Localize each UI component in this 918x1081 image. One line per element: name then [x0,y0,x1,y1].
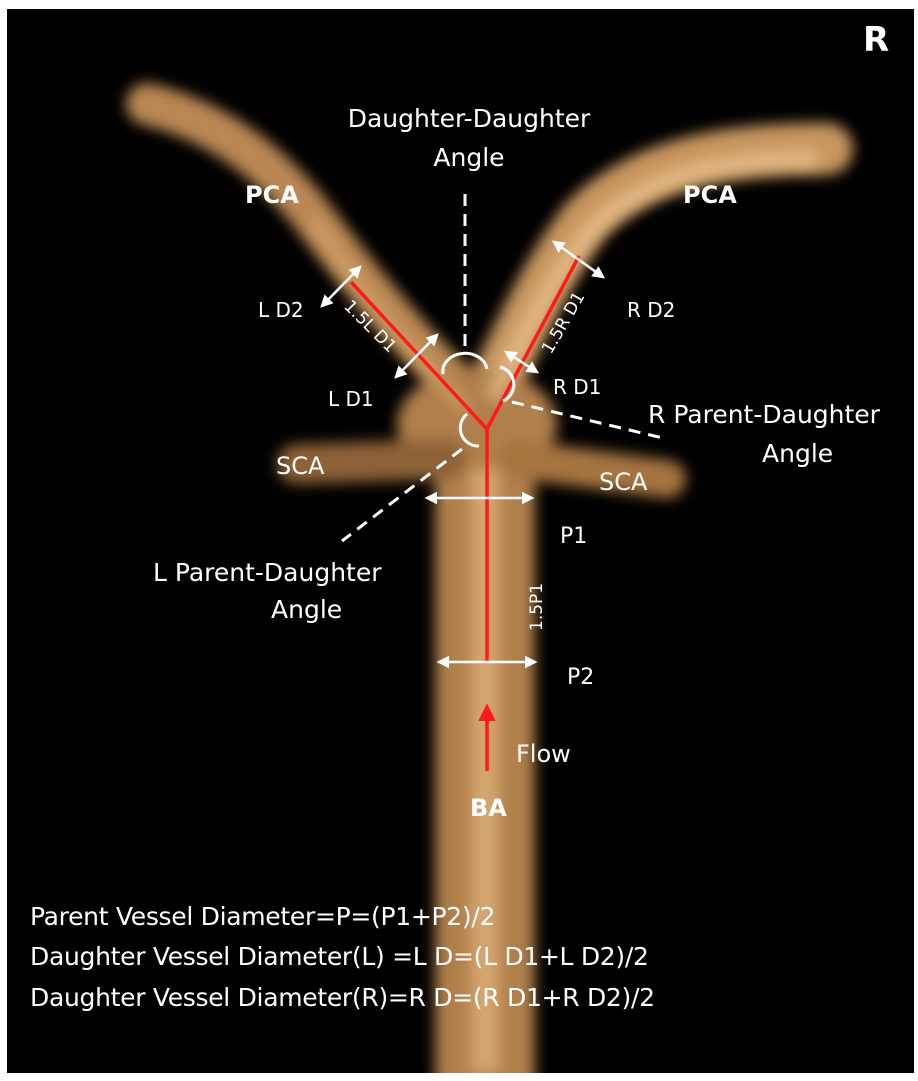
figure-frame: R Daughter-Daughter Angle PCA PCA L D2 L… [7,9,914,1073]
l-parent-daughter-label-2: Angle [271,595,342,624]
l-d2-label: L D2 [258,298,304,322]
daughter-daughter-label-1: Daughter-Daughter [348,104,591,133]
pca-right-label: PCA [683,181,737,209]
daughter-daughter-label-2: Angle [433,143,504,172]
formula-right-daughter-diameter: Daughter Vessel Diameter(R)=R D=(R D1+R … [30,983,655,1012]
pca-left-label: PCA [245,181,299,209]
formula-left-daughter-diameter: Daughter Vessel Diameter(L) =L D=(L D1+L… [30,942,649,971]
l-d1-label: L D1 [328,387,374,411]
r-parent-daughter-label-1: R Parent-Daughter [648,400,881,429]
r-d2-label: R D2 [627,298,675,322]
len-1-5p1-label: 1.5P1 [527,583,547,631]
l-parent-daughter-label-1: L Parent-Daughter [153,558,382,587]
flow-label: Flow [516,740,571,768]
p2-label: P2 [567,665,594,690]
left-pca-vessel [147,104,482,409]
p1-label: P1 [560,524,587,549]
sca-right-label: SCA [599,468,648,496]
formula-parent-diameter: Parent Vessel Diameter=P=(P1+P2)/2 [30,902,495,931]
r-parent-daughter-label-2: Angle [762,439,833,468]
sca-left-label: SCA [276,452,325,480]
r-d1-label: R D1 [553,375,601,399]
corner-letter: R [863,20,889,60]
ba-label: BA [470,794,507,822]
